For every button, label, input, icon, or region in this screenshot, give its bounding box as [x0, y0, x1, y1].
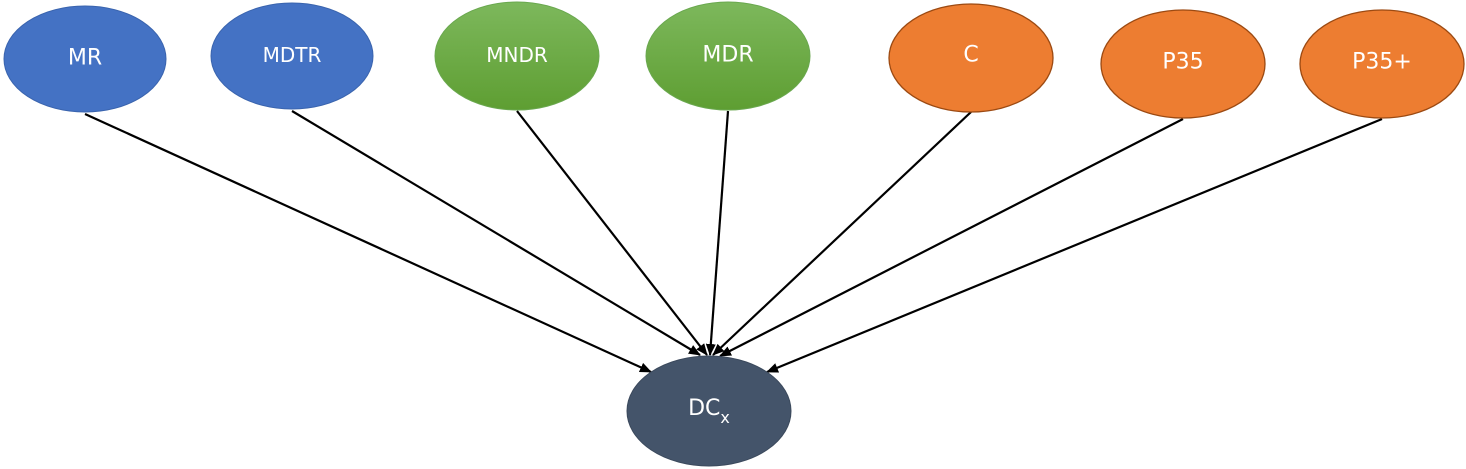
node-p35: P35	[1100, 9, 1266, 119]
node-mdtr: MDTR	[210, 2, 374, 110]
node-mdr-label: MDR	[702, 43, 753, 68]
node-dcx-shape	[626, 355, 792, 467]
node-c: C	[888, 3, 1054, 113]
node-mndr-shape	[434, 1, 600, 111]
node-dcx: DCx	[626, 355, 792, 467]
node-p35plus-label: P35+	[1352, 50, 1412, 75]
node-mndr: MNDR	[434, 1, 600, 111]
node-p35plus: P35+	[1299, 9, 1465, 119]
edge-c-to-dcx	[712, 111, 972, 356]
edge-p35plus-to-dcx	[766, 117, 1383, 374]
edge-mdr-to-dcx	[705, 110, 730, 356]
node-mdtr-label: MDTR	[263, 43, 322, 67]
node-mr-label: MR	[68, 46, 102, 71]
edges-group	[84, 110, 1383, 374]
node-mndr-label: MNDR	[486, 43, 548, 67]
node-p35-shape	[1100, 9, 1266, 119]
node-p35plus-shape	[1299, 9, 1465, 119]
edge-p35-to-dcx	[719, 118, 1184, 357]
node-mdtr-shape	[210, 2, 374, 110]
node-p35-label: P35	[1162, 50, 1203, 75]
node-mr: MR	[3, 5, 167, 113]
node-dcx-label-main: DC	[688, 396, 720, 421]
node-dcx-label: DCx	[688, 396, 730, 427]
node-mdr-shape	[645, 1, 811, 111]
edge-mdtr-to-dcx	[291, 110, 701, 356]
node-mdr: MDR	[645, 1, 811, 111]
node-c-shape	[888, 3, 1054, 113]
node-mr-shape	[3, 5, 167, 113]
edge-mndr-to-dcx	[516, 110, 708, 356]
edge-mr-to-dcx	[84, 112, 652, 374]
node-dcx-label-subscript: x	[720, 408, 729, 427]
node-c-label: C	[963, 43, 978, 68]
